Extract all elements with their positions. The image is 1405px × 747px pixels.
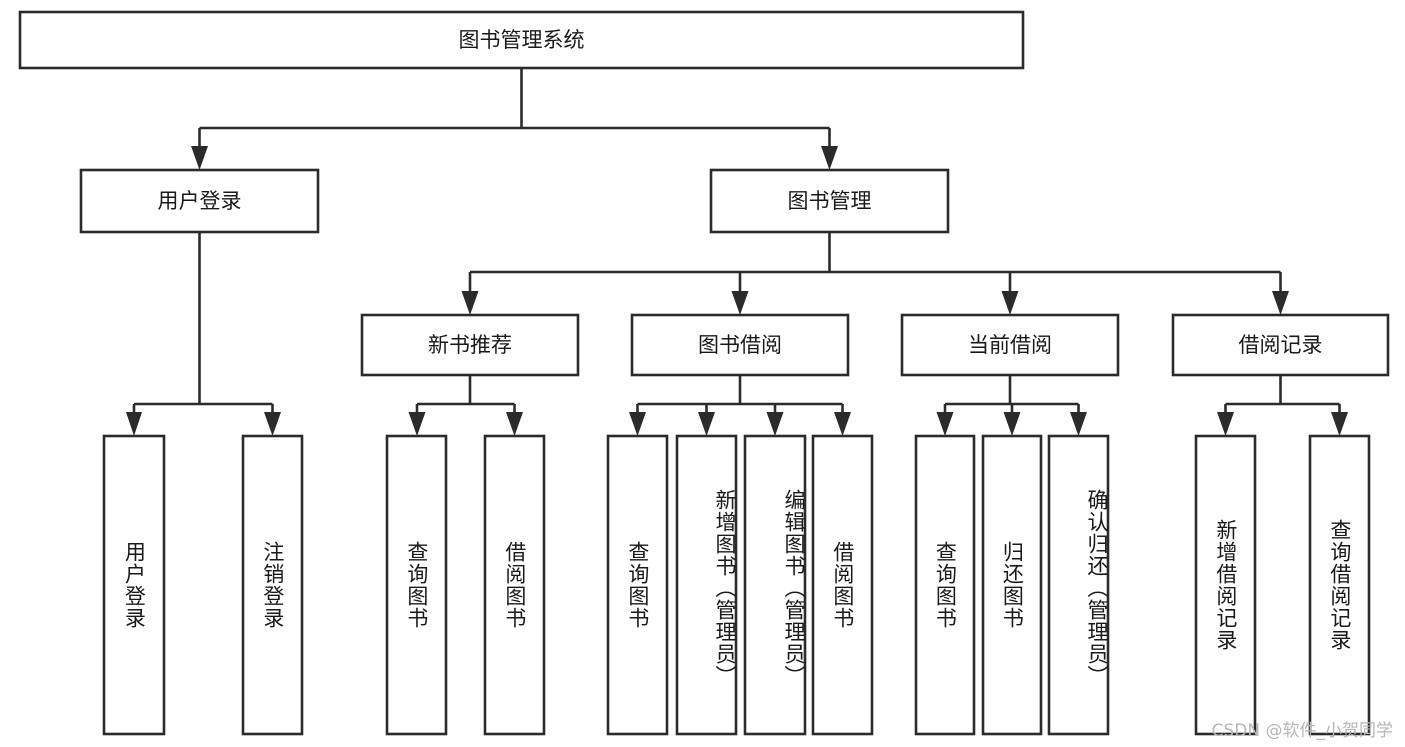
node-label-book-manage: 图书管理 [788,189,872,213]
arrow-head-new-book-recommend [461,291,479,315]
connector-group-user-login [126,232,281,436]
connector-group-book-borrow [629,375,851,436]
arrow-head-leaf-borrow-book [834,412,851,436]
node-box-leaf-user-login[interactable] [102,434,166,736]
arrow-head-leaf-confirm-return [1070,412,1087,436]
node-box-leaf-confirm-return[interactable] [1047,434,1110,736]
arrow-head-leaf-user-login [126,412,142,436]
arrow-head-user-login [191,146,208,170]
node-label-root: 图书管理系统 [459,28,585,52]
node-label-book-borrow: 图书借阅 [698,333,782,357]
connector-group-current-borrow [936,375,1087,436]
node-box-user-login[interactable] [79,168,320,234]
arrow-head-leaf-query-borrow-record [1331,412,1348,436]
node-box-leaf-borrow-book[interactable] [811,434,874,736]
connector-group-borrow-record [1217,375,1348,436]
arrow-head-book-borrow [731,291,749,315]
node-box-leaf-user-logout[interactable] [241,434,304,736]
node-label-user-login: 用户登录 [158,189,242,213]
node-box-leaf-query-borrow-record[interactable] [1308,434,1371,736]
connector-group-new-book-recommend [408,375,523,436]
node-box-leaf-add-borrow-record[interactable] [1194,434,1257,736]
arrow-head-leaf-query-book-rec [408,412,426,436]
node-box-book-borrow[interactable] [630,313,850,377]
node-box-leaf-borrow-book-rec[interactable] [483,434,546,736]
arrow-head-leaf-borrow-book-rec [506,412,523,436]
node-label-current-borrow: 当前借阅 [968,333,1052,357]
connector-group-book-manage [461,232,1289,315]
arrow-head-book-manage [821,146,838,170]
node-box-leaf-query-book-borrow[interactable] [606,434,669,736]
node-box-new-book-recommend[interactable] [360,313,580,377]
arrow-head-leaf-add-borrow-record [1217,412,1234,436]
arrow-head-leaf-user-logout [264,412,281,436]
csdn-watermark: CSDN @软件_小贺同学 [1211,721,1393,741]
arrow-head-leaf-edit-book [766,412,784,436]
arrow-head-leaf-query-book-borrow [629,412,646,436]
node-box-root[interactable] [18,10,1025,70]
node-label-new-book-recommend: 新书推荐 [428,333,512,357]
node-box-book-manage[interactable] [709,168,950,234]
node-box-current-borrow[interactable] [900,313,1120,377]
arrow-head-leaf-add-book [698,412,715,436]
arrow-head-current-borrow [1001,291,1019,315]
node-box-borrow-record[interactable] [1171,313,1390,377]
node-box-leaf-add-book[interactable] [675,434,738,736]
arrow-head-borrow-record [1272,291,1289,315]
connector-group-root [191,68,838,170]
node-box-leaf-query-book-rec[interactable] [385,434,448,736]
node-box-leaf-edit-book[interactable] [743,434,807,736]
node-box-leaf-return-book[interactable] [981,434,1043,736]
node-label-borrow-record: 借阅记录 [1239,333,1323,357]
node-box-leaf-query-book-current[interactable] [914,434,976,736]
arrow-head-leaf-query-book-current [936,412,954,436]
arrow-head-leaf-return-book [1003,412,1021,436]
